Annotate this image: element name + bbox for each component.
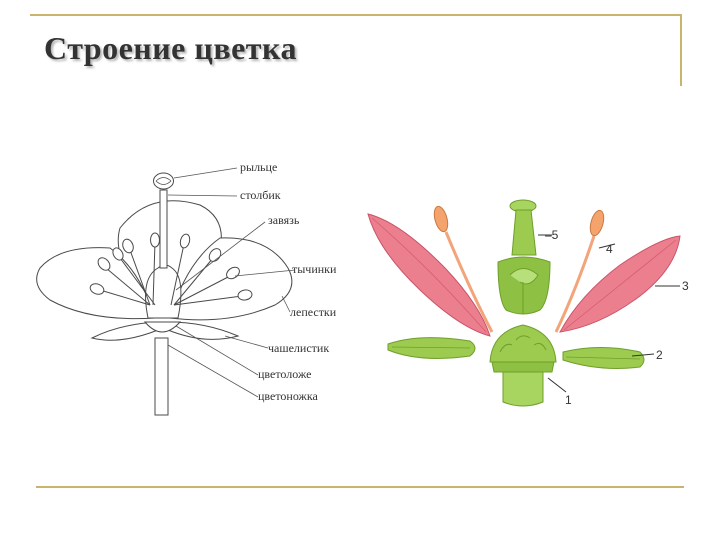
number-4: 4	[606, 242, 613, 256]
stamen-right-filament	[554, 235, 596, 333]
label-sepal: чашелистик	[268, 341, 329, 355]
slide-frame-bottom	[36, 486, 684, 488]
petal-right-pink	[559, 235, 681, 333]
number-1: 1	[565, 393, 572, 407]
number-leader-lines	[538, 234, 680, 393]
number-3: 3	[682, 279, 689, 293]
flower-exploded-view	[367, 199, 681, 407]
number-2: 2	[656, 348, 663, 362]
pistil	[497, 199, 551, 315]
stamen-left-filament	[444, 231, 494, 333]
flower-line-drawing	[36, 172, 293, 416]
leader-lines	[167, 167, 296, 398]
sepal-left-green	[387, 337, 476, 359]
label-stamens: тычинки	[292, 262, 337, 276]
stamens	[99, 241, 243, 306]
number-5: –5	[545, 228, 559, 242]
sepal-right	[167, 321, 240, 340]
receptacle	[143, 321, 182, 333]
slide-title: Строение цветка	[44, 30, 297, 66]
stamen-right-anther	[589, 209, 605, 237]
sepal-left	[90, 321, 159, 341]
label-peduncle: цветоножка	[258, 389, 318, 403]
peduncle	[154, 337, 169, 416]
label-stigma: рыльце	[240, 160, 277, 174]
stamen-left-anther	[433, 205, 449, 233]
stigma	[153, 172, 174, 190]
label-receptacle: цветоложе	[258, 367, 311, 381]
label-style: столбик	[240, 188, 281, 202]
style	[159, 189, 168, 269]
petal-left-pink	[367, 213, 491, 337]
receptacle-green	[489, 324, 557, 407]
label-ovary: завязь	[268, 213, 300, 227]
slide-frame-top	[30, 14, 682, 86]
label-petals: лепестки	[290, 305, 337, 319]
